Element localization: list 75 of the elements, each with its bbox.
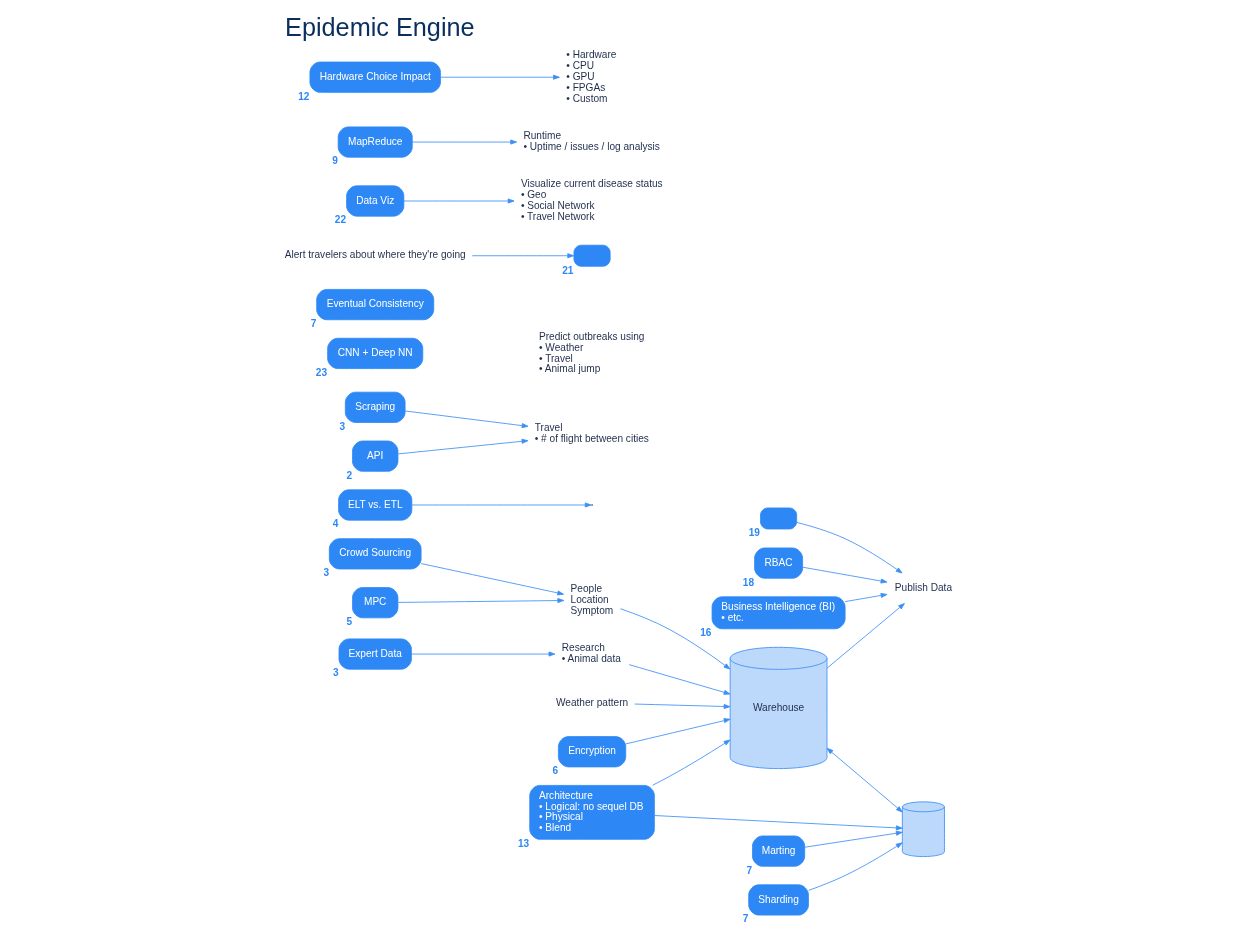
node-label: 16 — [700, 627, 712, 639]
node-box — [573, 244, 611, 267]
arrow — [404, 410, 529, 429]
arrow — [625, 718, 731, 745]
arrow — [397, 438, 529, 455]
node-box: RBAC — [754, 547, 803, 579]
node-box: CNN + Deep NN — [327, 337, 424, 369]
arrow — [826, 603, 905, 669]
node-label: 12 — [298, 90, 310, 102]
arrow — [844, 593, 888, 602]
node-label: 7 — [746, 864, 753, 876]
arrow — [804, 830, 903, 848]
node-box — [760, 507, 798, 530]
node-label: 7 — [742, 913, 749, 925]
node-text: • Hardware • CPU • GPU • FPGAs • Custom — [566, 48, 617, 104]
arrow — [440, 74, 560, 80]
node-text: Alert travelers about where they're going — [284, 249, 466, 261]
node-label: 3 — [339, 420, 346, 432]
node-box: Architecture • Logical: no sequel DB • Physical • Blend — [529, 785, 655, 840]
node-label: 23 — [315, 366, 328, 378]
node-box: Scraping — [344, 391, 406, 423]
node-label: 3 — [333, 667, 339, 679]
node-label: 9 — [332, 155, 338, 167]
node-label: 7 — [310, 317, 317, 329]
node-box: Encryption — [557, 736, 627, 768]
diagram-title: Epidemic Engine — [285, 12, 475, 41]
arrow — [628, 664, 731, 695]
node-text: Travel • # of flight between cities — [534, 422, 649, 445]
arrow — [652, 739, 731, 786]
node-box: Data Viz — [346, 185, 405, 217]
node-box: Expert Data — [338, 638, 412, 670]
label: • Animal jump — [539, 363, 601, 375]
arrow — [796, 522, 903, 574]
node-label: 18 — [742, 576, 755, 588]
arrow — [654, 815, 903, 831]
label: • Travel — [539, 352, 573, 364]
arrow — [471, 253, 575, 259]
node-box: MapReduce — [337, 126, 413, 158]
arrow — [411, 139, 518, 145]
label: • Weather — [539, 341, 584, 353]
arrow — [620, 608, 731, 670]
node-label: 4 — [332, 518, 339, 530]
node-label: 5 — [346, 616, 353, 628]
node-box: MPC — [352, 587, 399, 619]
arrow — [808, 842, 903, 891]
arrow — [403, 198, 515, 204]
node-text: Runtime • Uptime / issues / log analysis — [523, 130, 660, 153]
node-text: People Location Symptom — [570, 582, 614, 616]
arrow — [411, 502, 592, 508]
node-label: 21 — [562, 264, 574, 276]
arrow — [411, 651, 556, 657]
node-box: Sharding — [748, 884, 809, 916]
node-label: 22 — [334, 214, 347, 226]
label: Predict outbreaks using — [539, 330, 645, 342]
node-label: 19 — [748, 527, 760, 539]
node-text: Weather pattern — [555, 696, 629, 708]
node-label: 13 — [517, 837, 530, 849]
node-label: 6 — [552, 765, 559, 777]
node-box: API — [352, 440, 399, 472]
node-box: Hardware Choice Impact — [309, 61, 441, 93]
arrow — [802, 566, 888, 584]
arrow — [397, 598, 565, 604]
arrow — [634, 703, 731, 709]
node-box: Eventual Consistency — [316, 289, 435, 321]
node-text: Research • Animal data — [561, 642, 621, 665]
node-box: Marting — [752, 835, 806, 867]
node-box: Crowd Sourcing — [328, 538, 422, 570]
node-label: 2 — [346, 469, 353, 481]
node-box: ELT vs. ETL — [338, 489, 413, 521]
node-text: Visualize current disease status • Geo • Social Network • Travel Network — [520, 178, 663, 223]
arrow — [420, 563, 564, 596]
node-text: Publish Data — [894, 581, 953, 593]
arrow — [826, 747, 903, 813]
node-box: Business Intelligence (BI) • etc. — [711, 596, 846, 630]
node-label: 3 — [323, 567, 330, 579]
